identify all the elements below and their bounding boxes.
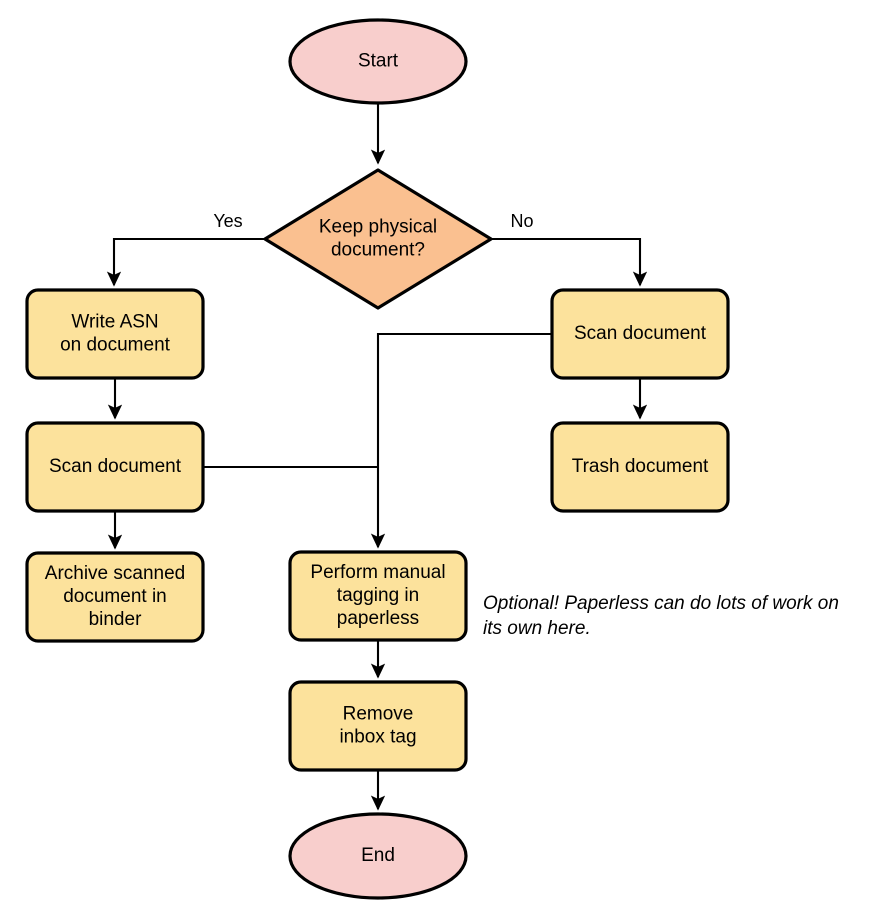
remove-inbox-tag-box[interactable] — [288, 680, 468, 772]
scan-document-left-box[interactable] — [25, 421, 205, 513]
keep-physical-label: document? — [331, 240, 425, 261]
edge-line — [370, 332, 552, 549]
edge-label-yes: Yes — [213, 211, 242, 231]
manual-tagging-label: tagging in — [337, 585, 419, 606]
edge-line — [106, 237, 265, 287]
edge-scan-right-to-manual-tagging — [370, 332, 552, 549]
optional-note-line: its own here. — [483, 618, 591, 639]
annotations-layer: Optional! Paperless can do lots of work … — [483, 593, 839, 639]
remove-inbox-tag-label: Remove — [343, 704, 414, 725]
node-scan-document-left[interactable]: Scan document — [25, 421, 205, 513]
scan-document-right-box[interactable] — [550, 288, 730, 380]
remove-inbox-tag-label: inbox tag — [339, 727, 416, 748]
write-asn-label: Write ASN — [71, 312, 158, 333]
write-asn-box[interactable] — [25, 288, 205, 380]
node-start[interactable]: Start — [288, 18, 468, 105]
edge-decision-yes-to-write-asn: Yes — [106, 211, 265, 287]
edge-label-no: No — [510, 211, 533, 231]
optional-note-line: Optional! Paperless can do lots of work … — [483, 593, 839, 614]
scan-document-left-label: Scan document — [49, 456, 182, 477]
node-trash-document[interactable]: Trash document — [550, 421, 730, 513]
edge-line — [491, 237, 648, 287]
start-ellipse[interactable] — [288, 18, 468, 105]
node-scan-document-right[interactable]: Scan document — [550, 288, 730, 380]
start-label: Start — [358, 51, 399, 72]
write-asn-label: on document — [60, 335, 171, 356]
end-label: End — [361, 845, 395, 866]
annotation-optional-note: Optional! Paperless can do lots of work … — [483, 593, 839, 639]
archive-binder-label: Archive scanned — [45, 563, 185, 584]
node-end[interactable]: End — [288, 812, 468, 900]
manual-tagging-label: Perform manual — [310, 562, 445, 583]
archive-binder-label: document in — [63, 586, 167, 607]
end-ellipse[interactable] — [288, 812, 468, 900]
archive-binder-label: binder — [89, 609, 142, 630]
edge-decision-no-to-scan-right: No — [491, 211, 648, 287]
manual-tagging-label: paperless — [337, 608, 419, 629]
archive-binder-box[interactable] — [25, 551, 205, 643]
keep-physical-label: Keep physical — [319, 217, 437, 238]
manual-tagging-box[interactable] — [288, 550, 468, 642]
trash-document-label: Trash document — [572, 456, 709, 477]
trash-document-box[interactable] — [550, 421, 730, 513]
keep-physical-diamond[interactable] — [263, 168, 493, 310]
scan-document-right-label: Scan document — [574, 323, 707, 344]
edges-layer: Yes No — [106, 103, 648, 811]
